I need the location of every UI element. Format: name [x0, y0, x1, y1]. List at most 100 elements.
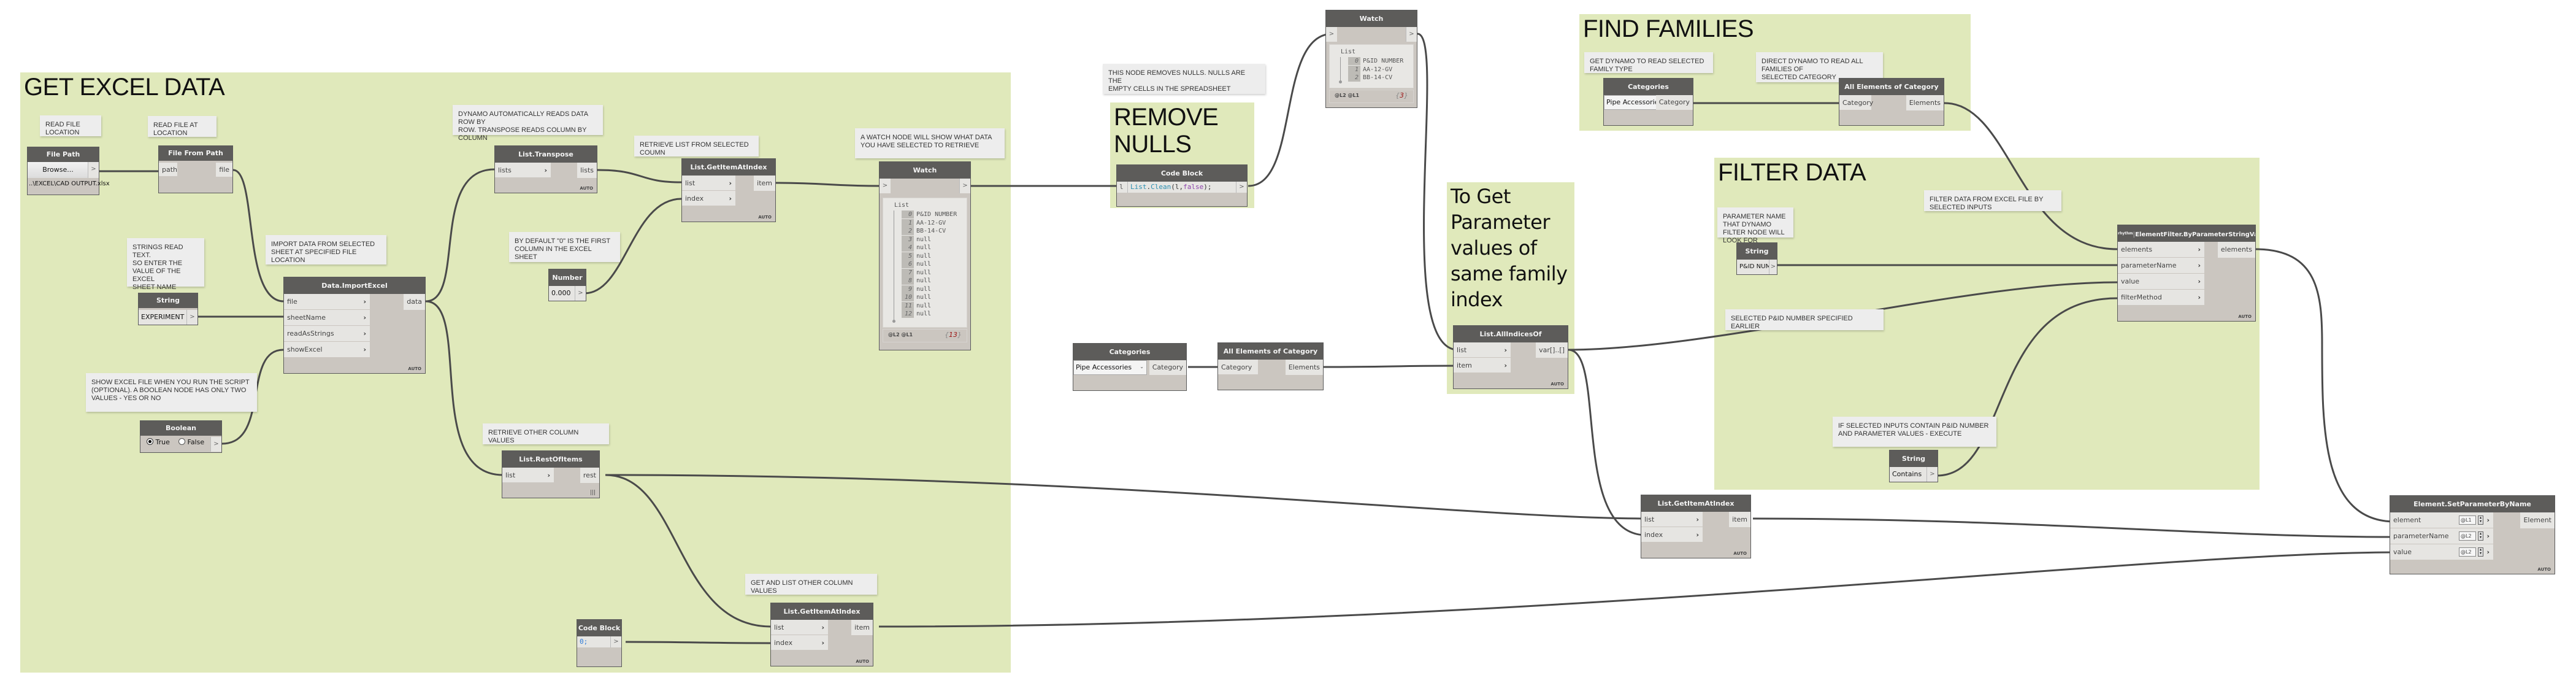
note-read-family-type[interactable]: GET DYNAMO TO READ SELECTED FAMILY TYPE: [1584, 52, 1713, 73]
radio-false[interactable]: False: [178, 438, 204, 446]
code-editor[interactable]: 0;: [577, 636, 611, 647]
input-port-sheetname[interactable]: sheetName›: [284, 310, 370, 326]
note-read-all-families[interactable]: DIRECT DYNAMO TO READ ALL FAMILIES OF SE…: [1756, 52, 1883, 82]
note-retrieve-list[interactable]: RETRIEVE LIST FROM SELECTED COUMN: [634, 136, 759, 156]
spinner-icon[interactable]: ▴▾: [2478, 531, 2483, 541]
output-port-indices[interactable]: var[]..[]: [1536, 342, 1568, 358]
string-value-input[interactable]: EXPERIMENT: [139, 310, 186, 325]
node-code-block-clean[interactable]: Code Block l List.Clean(l,false); >: [1116, 164, 1248, 207]
node-code-block-zero[interactable]: Code Block 0; >: [577, 619, 622, 667]
output-port-file[interactable]: file: [216, 163, 232, 177]
input-port-parametername[interactable]: parameterName @L2 ▴▾ ›: [2390, 528, 2493, 544]
node-categories-2[interactable]: Categories Pipe Accessories⌄ Category: [1073, 343, 1187, 391]
input-port-list[interactable]: list›: [682, 176, 735, 191]
spinner-icon[interactable]: ▴▾: [2478, 547, 2483, 557]
lacing-indicator[interactable]: AUTO: [758, 215, 772, 220]
output-port[interactable]: >: [959, 179, 970, 193]
note-strings-read-text[interactable]: STRINGS READ TEXT. SO ENTER THE VALUE OF…: [127, 238, 204, 291]
note-parameter-name[interactable]: PARAMETER NAME THAT DYNAMO FILTER NODE W…: [1717, 207, 1793, 244]
lacing-indicator[interactable]: AUTO: [2537, 567, 2551, 572]
lacing-indicator[interactable]: AUTO: [580, 186, 593, 191]
note-transpose[interactable]: DYNAMO AUTOMATICALLY READS DATA ROW BY R…: [453, 105, 603, 142]
number-value-input[interactable]: 0.000: [549, 286, 575, 301]
note-watch-node[interactable]: A WATCH NODE WILL SHOW WHAT DATA YOU HAV…: [855, 128, 1005, 158]
spinner-icon[interactable]: ▴▾: [2478, 515, 2483, 525]
input-port-value[interactable]: value›: [2118, 274, 2204, 290]
list-level-selector[interactable]: @L2: [2459, 547, 2476, 557]
node-get-item-at-index-2[interactable]: List.GetItemAtIndex list› index› item AU…: [770, 603, 873, 666]
node-string-contains[interactable]: String Contains >: [1889, 450, 1938, 482]
output-port-rest[interactable]: rest: [580, 468, 599, 483]
lacing-indicator[interactable]: AUTO: [1733, 551, 1747, 556]
node-number[interactable]: Number 0.000 >: [548, 269, 586, 301]
category-dropdown[interactable]: Pipe Accessories⌄: [1073, 360, 1147, 375]
node-file-path[interactable]: File Path Browse... > ..\EXCEL\CAD OUTPU…: [27, 147, 110, 195]
output-port-elements[interactable]: Elements: [1285, 360, 1323, 375]
list-level-selector[interactable]: @L2: [2459, 531, 2476, 541]
output-port[interactable]: >: [610, 636, 621, 647]
output-port-elements[interactable]: Elements: [1906, 95, 1944, 110]
node-categories-1[interactable]: Categories Pipe Accessories⌄ Category: [1603, 78, 1693, 126]
note-default-zero[interactable]: BY DEFAULT "0" IS THE FIRST COLUMN IN TH…: [509, 232, 620, 262]
output-port[interactable]: >: [186, 310, 197, 325]
input-port-list[interactable]: list›: [1454, 342, 1511, 358]
browse-button[interactable]: Browse...: [28, 162, 88, 178]
string-value-input[interactable]: P&ID NUMBER: [1737, 260, 1770, 274]
note-get-and-list[interactable]: GET AND LIST OTHER COLUMN VALUES: [745, 574, 877, 595]
input-port-value[interactable]: value @L2 ▴▾ ›: [2390, 544, 2493, 560]
output-port-item[interactable]: item: [851, 620, 873, 635]
note-import-data[interactable]: IMPORT DATA FROM SELECTED SHEET AT SPECI…: [266, 235, 386, 264]
output-port[interactable]: >: [1926, 467, 1938, 482]
output-port-item[interactable]: item: [754, 176, 775, 191]
string-value-input[interactable]: Contains: [1890, 467, 1927, 482]
note-read-file-location[interactable]: READ FILE LOCATION: [40, 115, 101, 136]
input-port-path[interactable]: path: [159, 163, 177, 177]
input-port-index[interactable]: index›: [1641, 527, 1703, 542]
node-file-from-path[interactable]: File From Path path file: [158, 145, 233, 193]
node-all-indices-of[interactable]: List.AllIndicesOf list› item› var[]..[] …: [1453, 325, 1568, 389]
list-level-selector[interactable]: @L1: [2459, 515, 2476, 525]
output-port[interactable]: >: [575, 286, 586, 301]
node-string-parameter[interactable]: String P&ID NUMBER >: [1736, 242, 1777, 275]
input-port-category[interactable]: Category: [1218, 360, 1258, 375]
note-remove-nulls[interactable]: THIS NODE REMOVES NULLS. NULLS ARE THE E…: [1103, 64, 1265, 94]
note-filter-excel[interactable]: FILTER DATA FROM EXCEL FILE BY SELECTED …: [1924, 190, 2061, 211]
output-port-data[interactable]: data: [404, 294, 425, 310]
input-port-element[interactable]: element @L1 ▴▾ ›: [2390, 512, 2493, 528]
input-port-parametername[interactable]: parameterName›: [2118, 258, 2204, 274]
node-list-transpose[interactable]: List.Transpose lists› lists AUTO: [494, 145, 597, 193]
input-port-showexcel[interactable]: showExcel›: [284, 342, 370, 358]
input-port-index[interactable]: index›: [682, 191, 735, 206]
node-get-item-at-index-1[interactable]: List.GetItemAtIndex list› index› item AU…: [681, 158, 776, 222]
output-port[interactable]: >: [1769, 260, 1777, 274]
input-port-item[interactable]: item›: [1454, 358, 1511, 373]
node-boolean[interactable]: Boolean True False >: [140, 420, 222, 453]
input-port-index[interactable]: index›: [771, 635, 828, 650]
input-port[interactable]: >: [1326, 27, 1337, 42]
lacing-indicator[interactable]: AUTO: [2238, 314, 2252, 319]
lacing-indicator[interactable]: AUTO: [408, 366, 421, 371]
node-set-parameter-by-name[interactable]: Element.SetParameterByName element @L1 ▴…: [2390, 495, 2555, 574]
node-import-excel[interactable]: Data.ImportExcel file› sheetName› readAs…: [283, 277, 426, 374]
input-port-list[interactable]: list›: [502, 468, 554, 483]
node-element-filter[interactable]: rhythm|ElementFilter.ByParameterStringVa…: [2117, 225, 2256, 322]
note-retrieve-other[interactable]: RETRIEVE OTHER COLUMN VALUES: [483, 423, 609, 444]
radio-true[interactable]: True: [147, 438, 170, 446]
input-port-list[interactable]: list›: [1641, 512, 1703, 527]
input-port-filtermethod[interactable]: filterMethod›: [2118, 290, 2204, 306]
output-port-item[interactable]: item: [1729, 512, 1750, 527]
input-port-list[interactable]: list›: [771, 620, 828, 635]
input-port-readasstrings[interactable]: readAsStrings›: [284, 326, 370, 342]
output-port-elements[interactable]: elements: [2217, 242, 2255, 258]
output-port[interactable]: >: [210, 437, 221, 452]
note-selected-pid[interactable]: SELECTED P&ID NUMBER SPECIFIED EARLIER: [1725, 309, 1884, 330]
input-port-file[interactable]: file›: [284, 294, 370, 310]
code-editor[interactable]: List.Clean(l,false);: [1128, 182, 1236, 193]
input-port-category[interactable]: Category: [1839, 95, 1873, 110]
note-show-excel[interactable]: SHOW EXCEL FILE WHEN YOU RUN THE SCRIPT …: [86, 373, 257, 412]
